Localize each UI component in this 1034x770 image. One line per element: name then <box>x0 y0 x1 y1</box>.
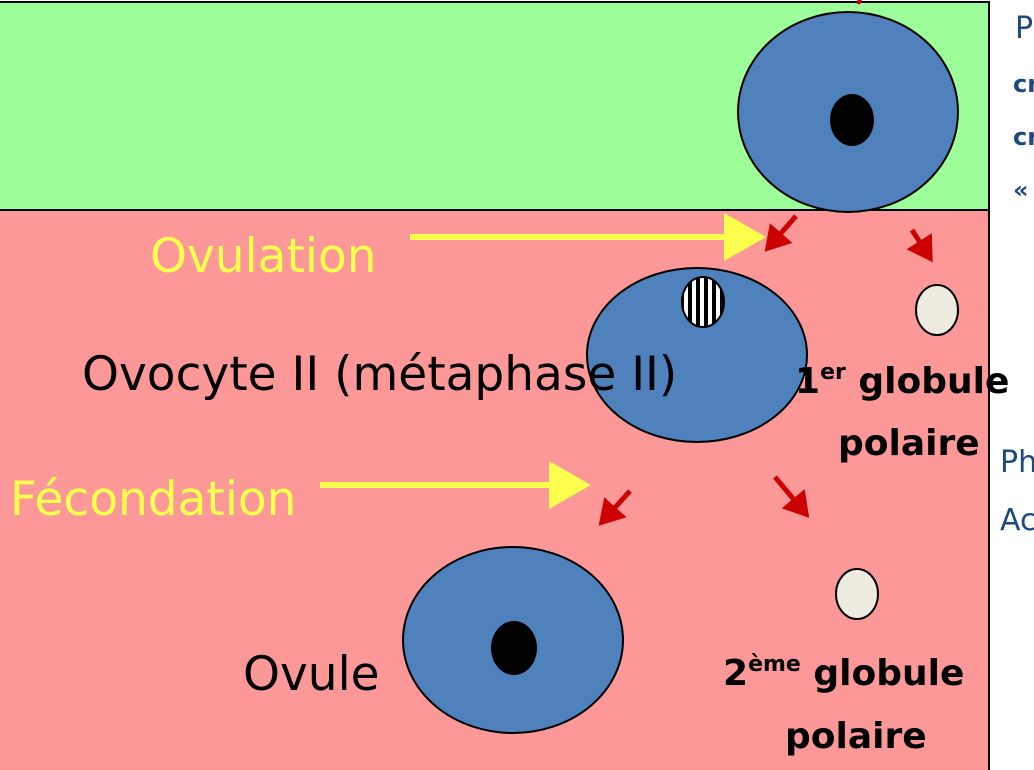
side-text-1: P <box>1015 11 1033 46</box>
fecondation-label: Fécondation <box>10 472 296 527</box>
side-text-4: « <box>1013 176 1029 204</box>
polar-body-1 <box>915 284 959 336</box>
ovocyte-label: Ovocyte II (métaphase II) <box>82 347 677 402</box>
primary-oocyte-nucleus <box>830 94 874 146</box>
side-text-3: cr <box>1013 123 1034 151</box>
side-text-2: cr <box>1013 70 1034 98</box>
top-red-arrow <box>856 0 862 5</box>
ovocyte-ii-cell <box>586 267 808 443</box>
ovule-label: Ovule <box>243 647 380 702</box>
side-text-5: Ph <box>1000 445 1034 480</box>
polar-body-2-label-line2: polaire <box>785 716 927 757</box>
side-text-6: Ac <box>1000 503 1034 538</box>
red-arrow-to-ovule <box>598 489 632 526</box>
red-arrow-to-ovocyte <box>764 214 798 252</box>
metaphase-spindle <box>681 276 725 328</box>
polar-body-2 <box>835 568 879 620</box>
pb2-word: globule <box>801 653 965 694</box>
pb2-sup: ème <box>748 652 801 677</box>
red-arrow-to-polar-body-1 <box>906 228 933 263</box>
ovule-nucleus <box>491 621 537 675</box>
red-arrow-to-polar-body-2 <box>773 475 810 518</box>
polar-body-2-label: 2ème globule <box>723 652 964 694</box>
polar-body-1-label: 1er globule <box>795 360 1009 402</box>
pb1-word: globule <box>846 361 1010 402</box>
pb1-sup: er <box>820 360 846 385</box>
pb1-num: 1 <box>795 361 820 402</box>
ovulation-label: Ovulation <box>150 229 377 284</box>
polar-body-1-label-line2: polaire <box>838 423 980 464</box>
pb2-num: 2 <box>723 653 748 694</box>
